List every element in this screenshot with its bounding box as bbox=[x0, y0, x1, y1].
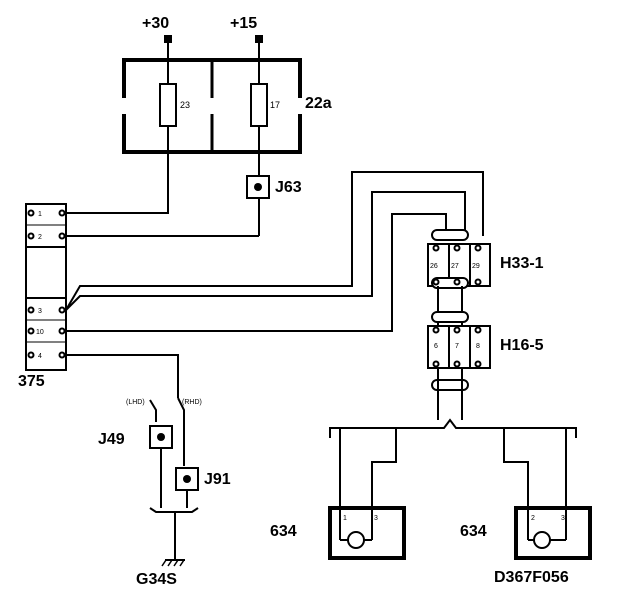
module-pin-10: 10 bbox=[36, 329, 44, 336]
h16-pin-8: 8 bbox=[476, 343, 480, 350]
fuse-17 bbox=[250, 83, 268, 127]
connector-h33-1: 26 27 29 H33-1 bbox=[427, 229, 544, 289]
motor-left-pin-b: 3 bbox=[374, 515, 378, 522]
lhd-rhd-option: (LHD) (RHD) J49 J91 bbox=[98, 397, 231, 560]
module-pin-4: 4 bbox=[38, 353, 42, 360]
h16-pin-7: 7 bbox=[455, 343, 459, 350]
splice-j49-label: J49 bbox=[98, 431, 125, 448]
h16-label: H16-5 bbox=[500, 337, 544, 354]
motor-left-label: 634 bbox=[270, 523, 297, 540]
fuse-box: 23 17 22a bbox=[121, 43, 332, 154]
fuse-23-label: 23 bbox=[180, 100, 190, 110]
splice-j63: J63 bbox=[246, 152, 302, 236]
h16-pin-6: 6 bbox=[434, 343, 438, 350]
motor-right-pin-a: 2 bbox=[531, 515, 535, 522]
h33-pin-26: 26 bbox=[430, 263, 438, 270]
diagram-id: D367F056 bbox=[494, 569, 569, 586]
ground-label: G34S bbox=[136, 571, 177, 588]
lhd-note: (LHD) bbox=[126, 399, 145, 406]
h33-pin-29: 29 bbox=[472, 263, 480, 270]
supply-terminals: +30 +15 bbox=[142, 15, 263, 43]
module-375: 1 2 3 10 4 375 bbox=[18, 203, 67, 390]
module-wires bbox=[65, 152, 484, 398]
module-pin-2: 2 bbox=[38, 234, 42, 241]
motor-left-pin-a: 1 bbox=[343, 515, 347, 522]
h33-label: H33-1 bbox=[500, 255, 544, 272]
connector-h16-5: 6 7 8 H16-5 bbox=[427, 311, 544, 420]
motor-right: 2 3 634 bbox=[460, 506, 592, 560]
h33-pin-27: 27 bbox=[451, 263, 459, 270]
fuse-23 bbox=[159, 83, 177, 127]
motor-wires bbox=[339, 428, 567, 510]
rhd-note: (RHD) bbox=[182, 399, 202, 406]
motor-left: 1 3 634 bbox=[270, 506, 406, 560]
splice-j63-label: J63 bbox=[275, 179, 302, 196]
module-pin-3: 3 bbox=[38, 308, 42, 315]
motor-right-pin-b: 3 bbox=[561, 515, 565, 522]
motor-right-label: 634 bbox=[460, 523, 487, 540]
fuse-17-label: 17 bbox=[270, 100, 280, 110]
fuse-box-label: 22a bbox=[305, 95, 332, 112]
supply-30-label: +30 bbox=[142, 15, 169, 32]
branch-bracket bbox=[329, 418, 577, 438]
supply-15-label: +15 bbox=[230, 15, 257, 32]
ground-g34s: G34S bbox=[136, 559, 185, 588]
module-label: 375 bbox=[18, 373, 45, 390]
splice-j91-label: J91 bbox=[204, 471, 231, 488]
module-pin-1: 1 bbox=[38, 211, 42, 218]
